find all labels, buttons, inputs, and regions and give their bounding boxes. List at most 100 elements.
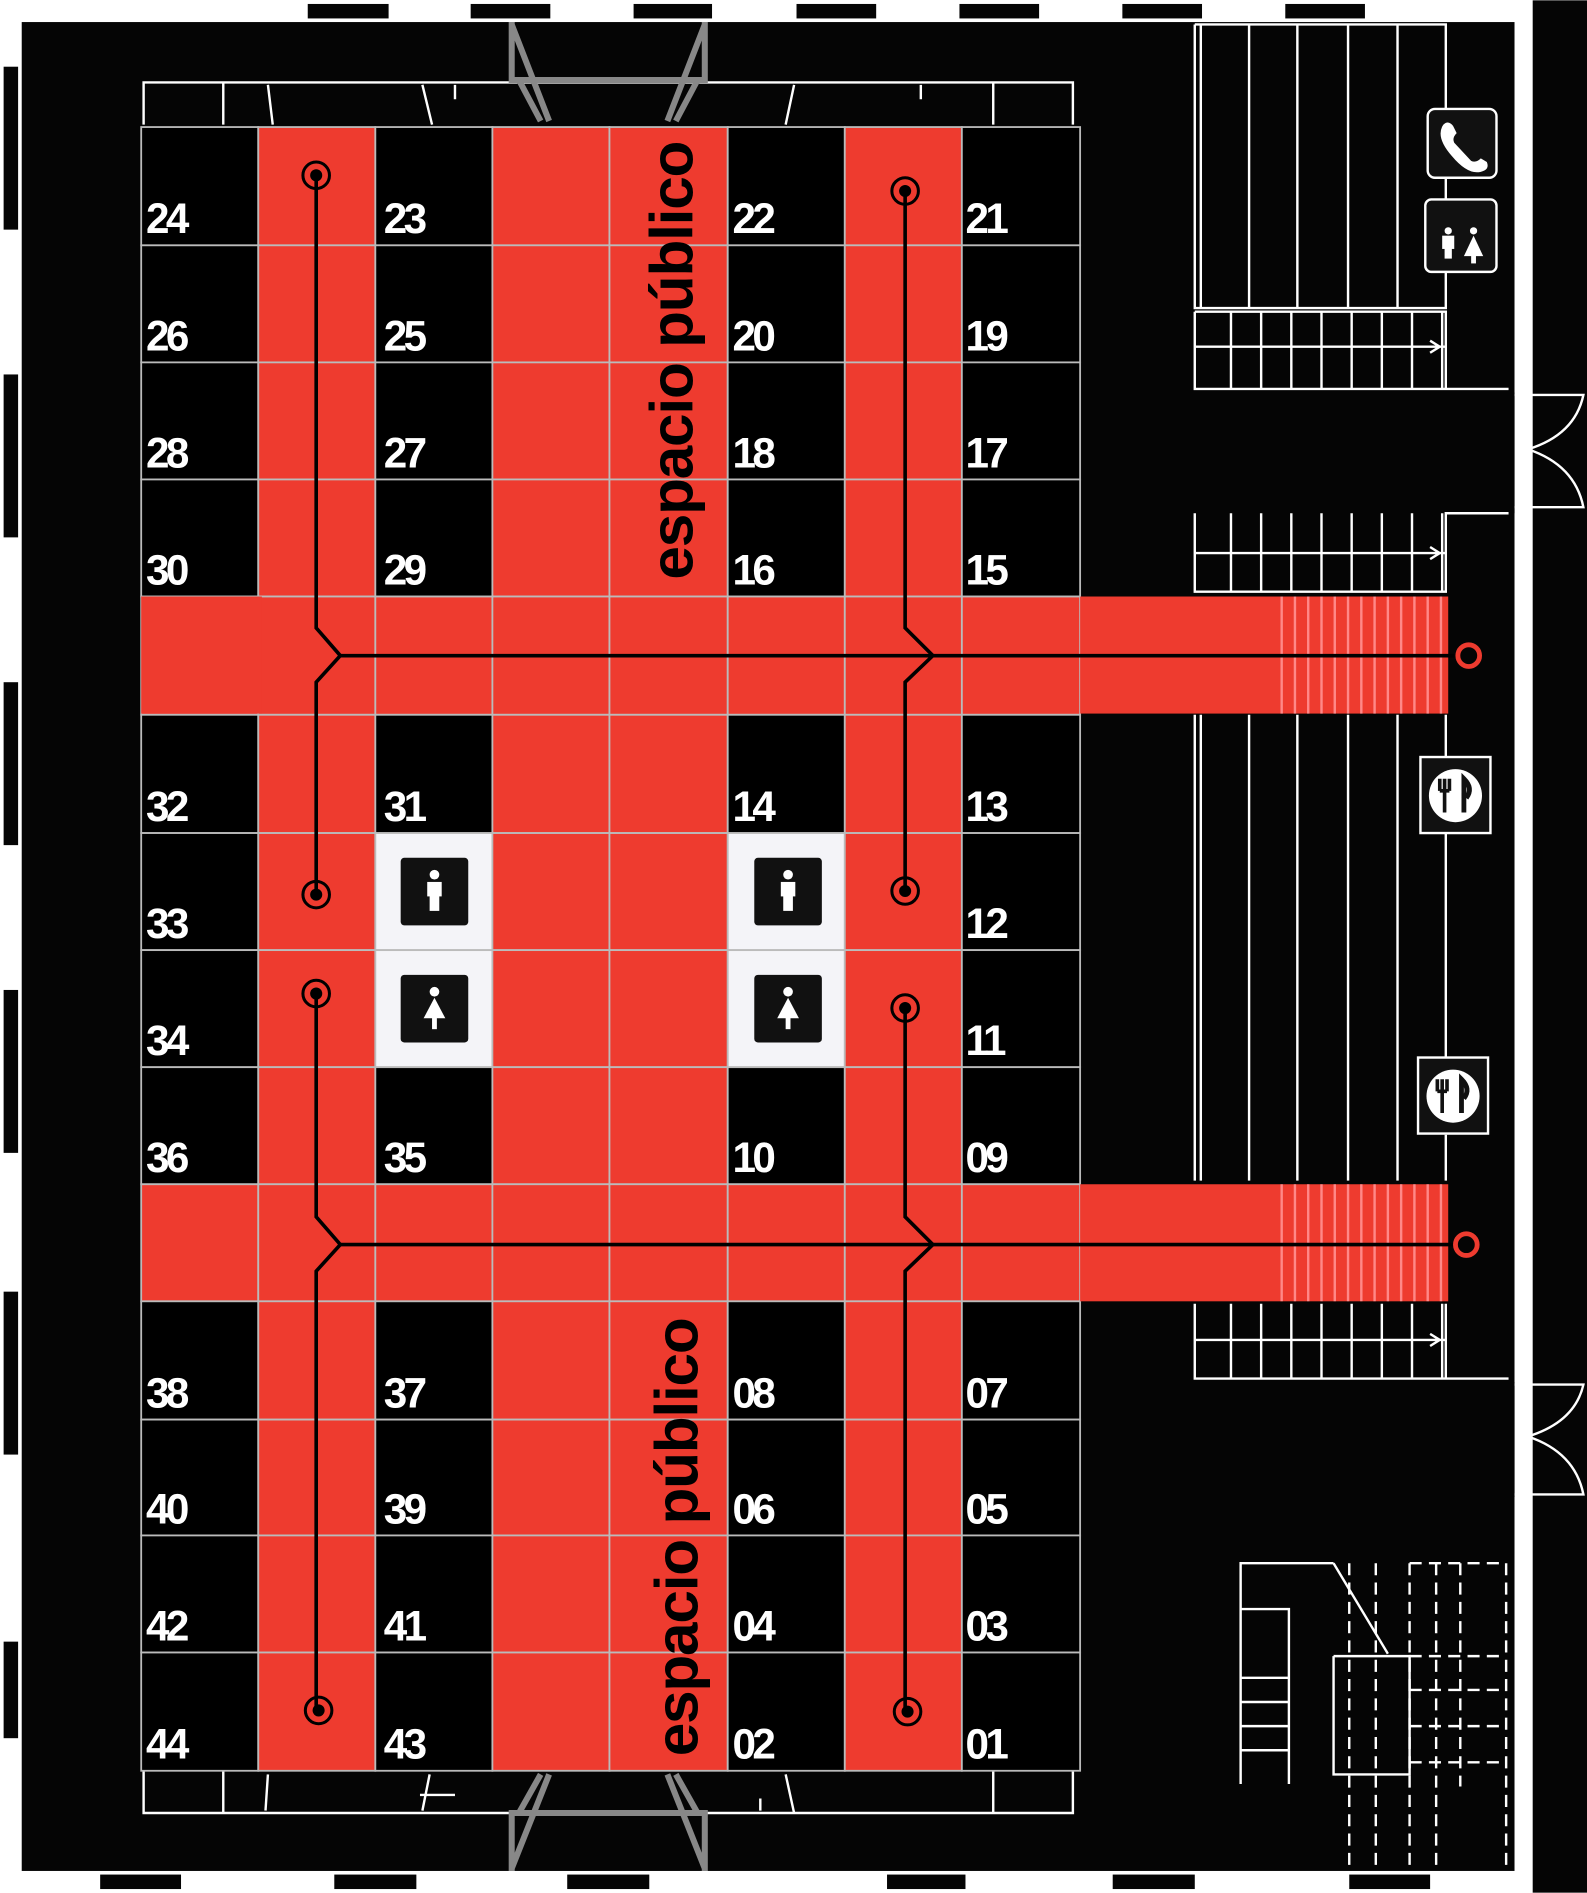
exit-marker: [1453, 1231, 1480, 1258]
phone-icon: [1440, 122, 1488, 173]
stall-number: 42: [146, 1602, 188, 1649]
entrance-door[interactable]: [1514, 393, 1585, 509]
stall-cell: [960, 244, 1082, 364]
stall-number: 34: [146, 1017, 190, 1064]
stall-number: 30: [146, 546, 188, 593]
stall-cell: [726, 713, 846, 834]
stall-cell: [726, 1418, 846, 1537]
stall-cell: [960, 478, 1082, 598]
stall-number: 14: [733, 783, 777, 830]
stall-cell: [374, 1300, 494, 1421]
restrooms: [400, 857, 822, 1043]
line-stop-marker: [303, 1695, 334, 1726]
corridor-cell: [491, 1534, 611, 1654]
stall-cell: [140, 1534, 260, 1654]
woman-icon: [400, 974, 469, 1043]
stall-cell: [960, 126, 1082, 247]
woman-icon: [754, 974, 822, 1043]
stall-cell: [140, 1651, 260, 1772]
stall-cell: [140, 713, 260, 834]
line-stop-marker: [301, 879, 331, 910]
stall-number: 39: [384, 1485, 426, 1532]
phone-sign: [1426, 107, 1498, 179]
stall-number: 12: [965, 900, 1007, 947]
stall-grid: [140, 126, 1082, 1772]
corridor-cell: [608, 126, 729, 247]
circulation-lines: [314, 175, 1455, 1712]
stall-number: 04: [733, 1602, 777, 1649]
line-stop-marker: [890, 876, 920, 906]
stall-number: 41: [384, 1602, 427, 1649]
stall-number: 06: [733, 1485, 775, 1532]
stall-number: 25: [384, 312, 427, 359]
stall-number: 32: [146, 783, 188, 830]
corridor-cell: [491, 832, 611, 952]
stall-cell: [726, 361, 846, 481]
entrance-door[interactable]: [1514, 1383, 1585, 1496]
stall-number: 13: [965, 783, 1007, 830]
stall-cell: [140, 244, 260, 364]
stall-number: 43: [384, 1721, 426, 1768]
stall-number: 15: [965, 546, 1008, 593]
stall-number: 23: [384, 195, 426, 242]
stall-cell: [374, 1534, 494, 1654]
line-stop-marker: [892, 1696, 923, 1727]
restroom-sign: [1424, 198, 1498, 274]
man-icon: [754, 857, 822, 926]
stall-number: 21: [965, 195, 1008, 242]
stall-cell: [140, 1300, 260, 1421]
stall-cell: [374, 1651, 494, 1772]
stall-cell: [960, 1418, 1082, 1537]
stall-cell: [374, 244, 494, 364]
stall-number: 37: [384, 1370, 426, 1417]
stall-cell: [960, 361, 1082, 481]
corridor-cell: [141, 596, 262, 714]
stall-number: 08: [733, 1370, 776, 1417]
corridor-cell: [608, 244, 729, 364]
stall-number: 28: [146, 429, 189, 476]
stall-number: 27: [384, 429, 426, 476]
stall-number: 26: [146, 312, 188, 359]
right-wall: [1514, 0, 1532, 1893]
stall-cell: [374, 126, 494, 247]
stall-cell: [140, 1066, 260, 1186]
stall-cell: [374, 1066, 494, 1186]
stairs-and-escalators: [1193, 23, 1509, 1380]
stall-number: 35: [384, 1134, 427, 1181]
corridor-cell: [491, 1300, 611, 1421]
restaurant-icon: [1419, 755, 1492, 835]
stall-number: 38: [146, 1370, 189, 1417]
stall-number: 24: [146, 195, 190, 242]
corridor-cell: [491, 244, 611, 364]
stall-number: 22: [733, 195, 775, 242]
corridor-cell: [608, 713, 729, 834]
stall-number: 19: [965, 312, 1007, 359]
stall-cell: [374, 713, 494, 834]
line-stop-marker: [301, 978, 331, 1009]
stall-number: 10: [733, 1134, 775, 1181]
stall-cell: [960, 832, 1082, 952]
stall-number: 29: [384, 546, 426, 593]
corridor-cell: [608, 832, 729, 952]
stall-number: 16: [733, 546, 775, 593]
stall-number: 31: [384, 783, 427, 830]
corridor-cell: [608, 1300, 729, 1421]
stall-number: 02: [733, 1721, 775, 1768]
line-stop-marker: [301, 160, 331, 191]
restaurant-icon: [1416, 1056, 1490, 1135]
stall-number: 44: [146, 1721, 190, 1768]
stall-number: 09: [965, 1134, 1007, 1181]
stall-cell: [726, 1534, 846, 1654]
stall-number: 17: [965, 429, 1007, 476]
corridor-cell: [491, 713, 611, 834]
stall-cell: [726, 244, 846, 364]
stall-cell: [374, 1418, 494, 1537]
corridor-cell: [491, 1651, 611, 1772]
public-space-label-top: espacio público: [638, 142, 706, 580]
corridor-cell: [491, 126, 611, 247]
stall-numbers: 2426283032333436384042442325272931353739…: [146, 195, 1012, 1768]
bottom-entrance: [508, 1772, 708, 1871]
public-space-label-bottom: espacio público: [643, 1318, 711, 1756]
staircase: [1239, 1561, 1508, 1871]
